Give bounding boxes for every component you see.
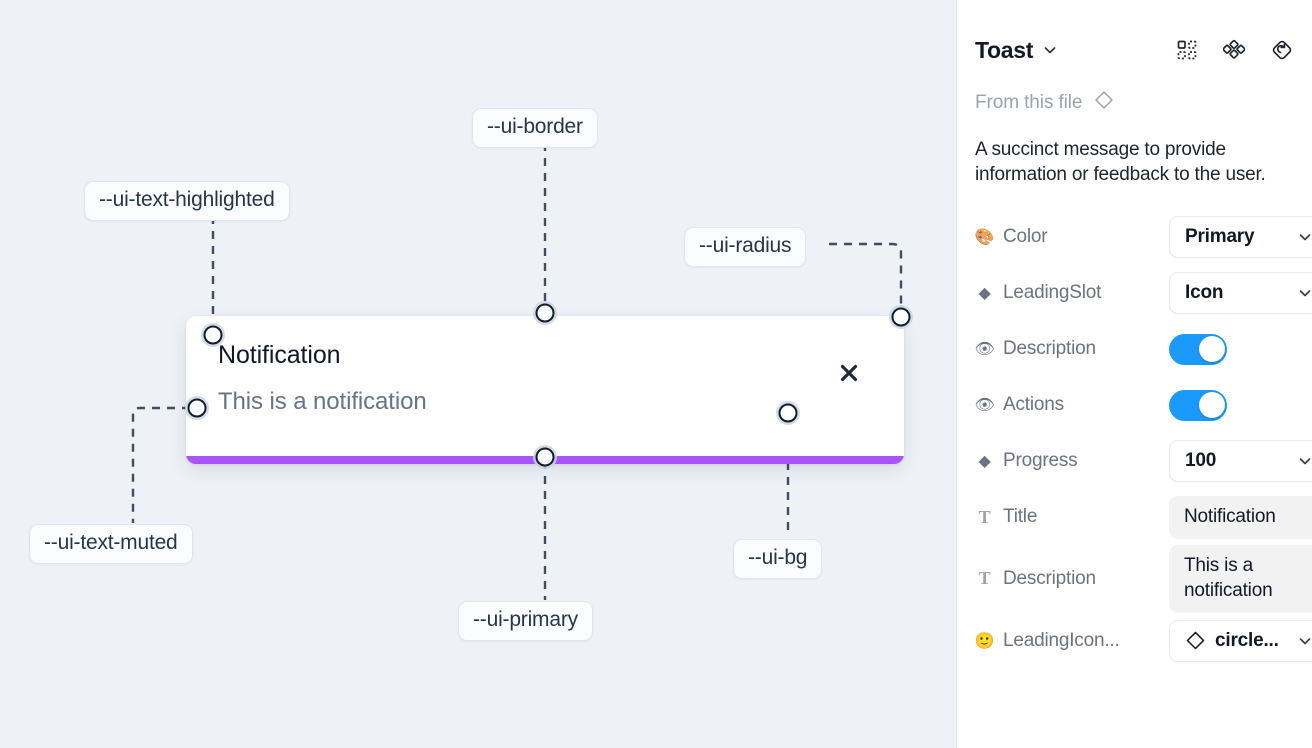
palette-icon: 🎨 <box>975 229 995 247</box>
property-label-title: T Title <box>975 506 1161 528</box>
leadingicon-select-value: circle... <box>1215 629 1279 651</box>
connector-ui-text-muted <box>131 406 190 523</box>
eye-icon: 👁 <box>975 397 995 415</box>
property-row-color: 🎨 Color Primary <box>975 209 1312 265</box>
annotation-label-ui-text-muted[interactable]: --ui-text-muted <box>29 524 193 565</box>
from-this-file-label: From this file <box>975 92 1083 113</box>
toast-body: Notification This is a notification <box>186 316 904 456</box>
property-row-actions-visibility: 👁 Actions <box>975 377 1294 433</box>
chevron-down-icon <box>1297 229 1312 245</box>
property-label-progress: ◆ Progress <box>975 450 1161 472</box>
color-select-value: Primary <box>1185 226 1255 248</box>
reset-rotate-icon[interactable] <box>1270 38 1294 62</box>
property-label-description-text: T Description <box>975 568 1161 590</box>
property-label-actions-visibility: 👁 Actions <box>975 394 1161 416</box>
annotation-label-ui-border[interactable]: --ui-border <box>472 108 598 149</box>
annotation-label-ui-text-highlighted[interactable]: --ui-text-highlighted <box>84 181 290 222</box>
property-name: Title <box>1003 506 1038 528</box>
property-row-leadingicon: 🙂 LeadingIcon... circle... <box>975 613 1312 669</box>
connector-ui-radius <box>829 242 903 311</box>
property-name: Color <box>1003 226 1048 248</box>
handle-ui-text-muted[interactable] <box>187 398 207 418</box>
annotation-label-ui-primary[interactable]: --ui-primary <box>458 601 593 642</box>
component-description: A succinct message to provide informatio… <box>975 139 1266 186</box>
property-row-description-visibility: 👁 Description <box>975 321 1294 377</box>
handle-ui-text-highlighted[interactable] <box>203 325 223 345</box>
diamond-outline-icon <box>1093 89 1115 117</box>
chevron-down-icon <box>1297 285 1312 301</box>
description-input[interactable]: This is a notification <box>1169 545 1312 613</box>
toast-description: This is a notification <box>218 387 427 415</box>
handle-ui-primary[interactable] <box>535 447 555 467</box>
progress-select-value: 100 <box>1185 450 1217 472</box>
close-icon[interactable] <box>836 360 862 386</box>
variants-diamond-icon[interactable] <box>1223 39 1245 61</box>
toast-component[interactable]: Notification This is a notification <box>186 316 904 464</box>
emoji-icon: 🙂 <box>975 632 995 650</box>
diamond-icon: ◆ <box>978 453 991 471</box>
text-icon: T <box>978 568 991 589</box>
property-label-leadingslot: ◆ LeadingSlot <box>975 282 1161 304</box>
color-select[interactable]: Primary <box>1169 216 1312 259</box>
chevron-down-icon <box>1297 633 1312 649</box>
property-row-title: T Title Notification <box>975 489 1312 545</box>
property-name: Actions <box>1003 394 1064 416</box>
component-grid-icon[interactable] <box>1176 39 1198 61</box>
annotation-label-ui-bg[interactable]: --ui-bg <box>733 539 823 580</box>
leadingslot-select-value: Icon <box>1185 282 1224 304</box>
toggle-knob <box>1198 392 1225 419</box>
toggle-knob <box>1198 336 1225 363</box>
title-input[interactable]: Notification <box>1169 495 1312 539</box>
property-label-description-visibility: 👁 Description <box>975 338 1161 360</box>
property-row-description-text: T Description This is a notification <box>975 545 1312 613</box>
eye-icon: 👁 <box>975 341 995 359</box>
panel-header: Toast <box>975 0 1294 74</box>
property-list: 🎨 Color Primary ◆ LeadingSlot <box>975 209 1312 669</box>
property-row-leadingslot: ◆ LeadingSlot Icon <box>975 265 1312 321</box>
leadingslot-select[interactable]: Icon <box>1169 272 1312 315</box>
component-name: Toast <box>975 36 1034 63</box>
property-label-leadingicon: 🙂 LeadingIcon... <box>975 630 1161 652</box>
chevron-down-icon <box>1297 453 1312 469</box>
toast-title: Notification <box>218 341 341 369</box>
actions-toggle[interactable] <box>1169 389 1227 421</box>
description-toggle[interactable] <box>1169 333 1227 365</box>
handle-ui-border[interactable] <box>535 303 555 323</box>
property-name: LeadingSlot <box>1003 282 1102 304</box>
panel-header-actions <box>1176 38 1294 62</box>
from-this-file-row: From this file <box>975 89 1294 117</box>
property-row-progress: ◆ Progress 100 <box>975 433 1312 489</box>
handle-ui-radius[interactable] <box>891 307 911 327</box>
text-icon: T <box>978 506 991 527</box>
handle-ui-bg[interactable] <box>778 403 798 423</box>
canvas[interactable]: Notification This is a notification --ui… <box>0 0 956 748</box>
property-name: Progress <box>1003 450 1078 472</box>
property-label-color: 🎨 Color <box>975 226 1161 248</box>
progress-select[interactable]: 100 <box>1169 440 1312 483</box>
property-name: Description <box>1003 567 1096 589</box>
property-name: Description <box>1003 338 1096 360</box>
diamond-icon: ◆ <box>978 285 991 303</box>
diamond-outline-icon <box>1185 630 1206 651</box>
leadingicon-select[interactable]: circle... <box>1169 619 1312 662</box>
property-name: LeadingIcon... <box>1003 629 1120 651</box>
chevron-down-icon[interactable] <box>1042 42 1058 58</box>
annotation-label-ui-radius[interactable]: --ui-radius <box>684 227 807 268</box>
properties-panel: Toast <box>956 0 1312 748</box>
